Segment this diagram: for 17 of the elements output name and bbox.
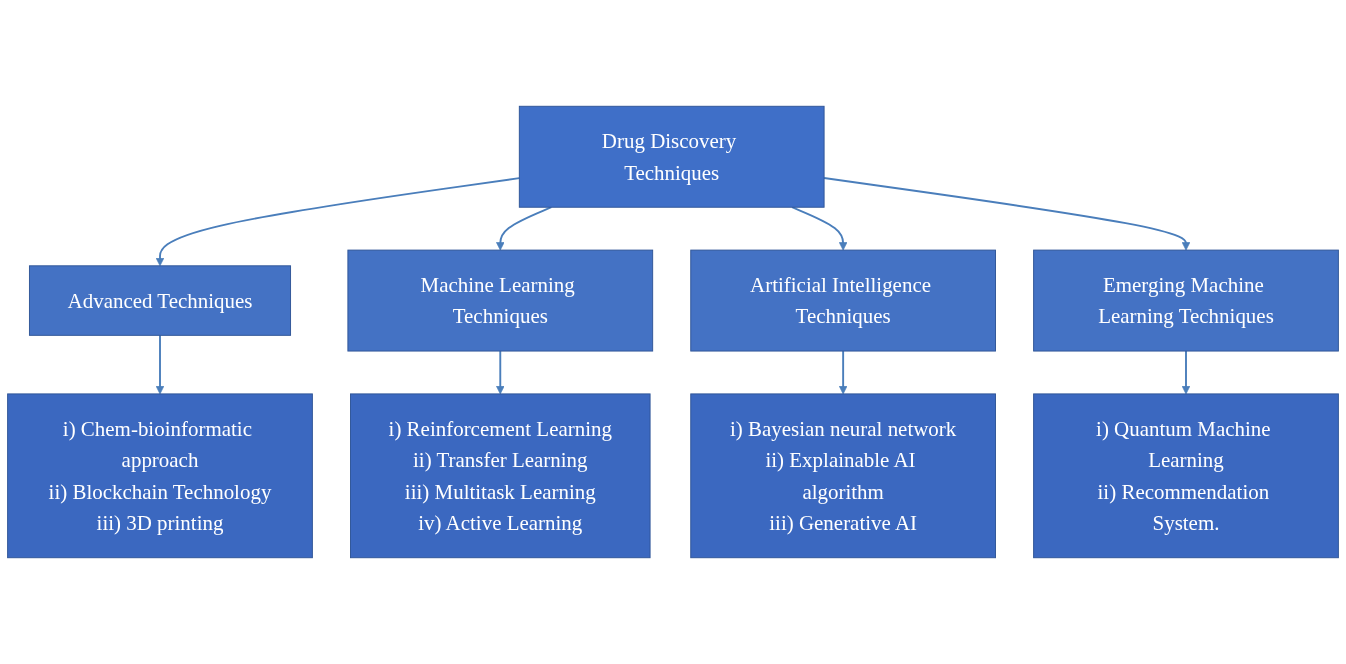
arrow [791,206,848,251]
arrow [496,206,553,251]
arrow [823,177,1191,251]
node-box: i) Reinforcement Learning ii) Transfer Learning iii) Multitask Learning iv) Active Learning [350,393,651,559]
arrow [155,177,521,267]
node-box: Machine Learning Techniques [347,249,654,352]
node-box: i) Quantum Machine Learning ii) Recommendation System. [1033,393,1339,559]
node-box: Emerging Machine Learning Techniques [1033,249,1339,352]
arrow [155,334,165,395]
node-box: Artificial Intelligence Techniques [690,249,996,352]
node-box: i) Bayesian neural network ii) Explainable AI algorithm iii) Generative AI [690,393,996,559]
node-box: Advanced Techniques [28,265,292,336]
arrow [838,350,848,395]
arrow [496,350,505,395]
arrow [1181,350,1191,395]
node-box: i) Chem-bioinformatic approach ii) Blockchain Technology iii) 3D printing [7,393,313,559]
node-box: Drug Discovery Techniques [518,105,825,208]
